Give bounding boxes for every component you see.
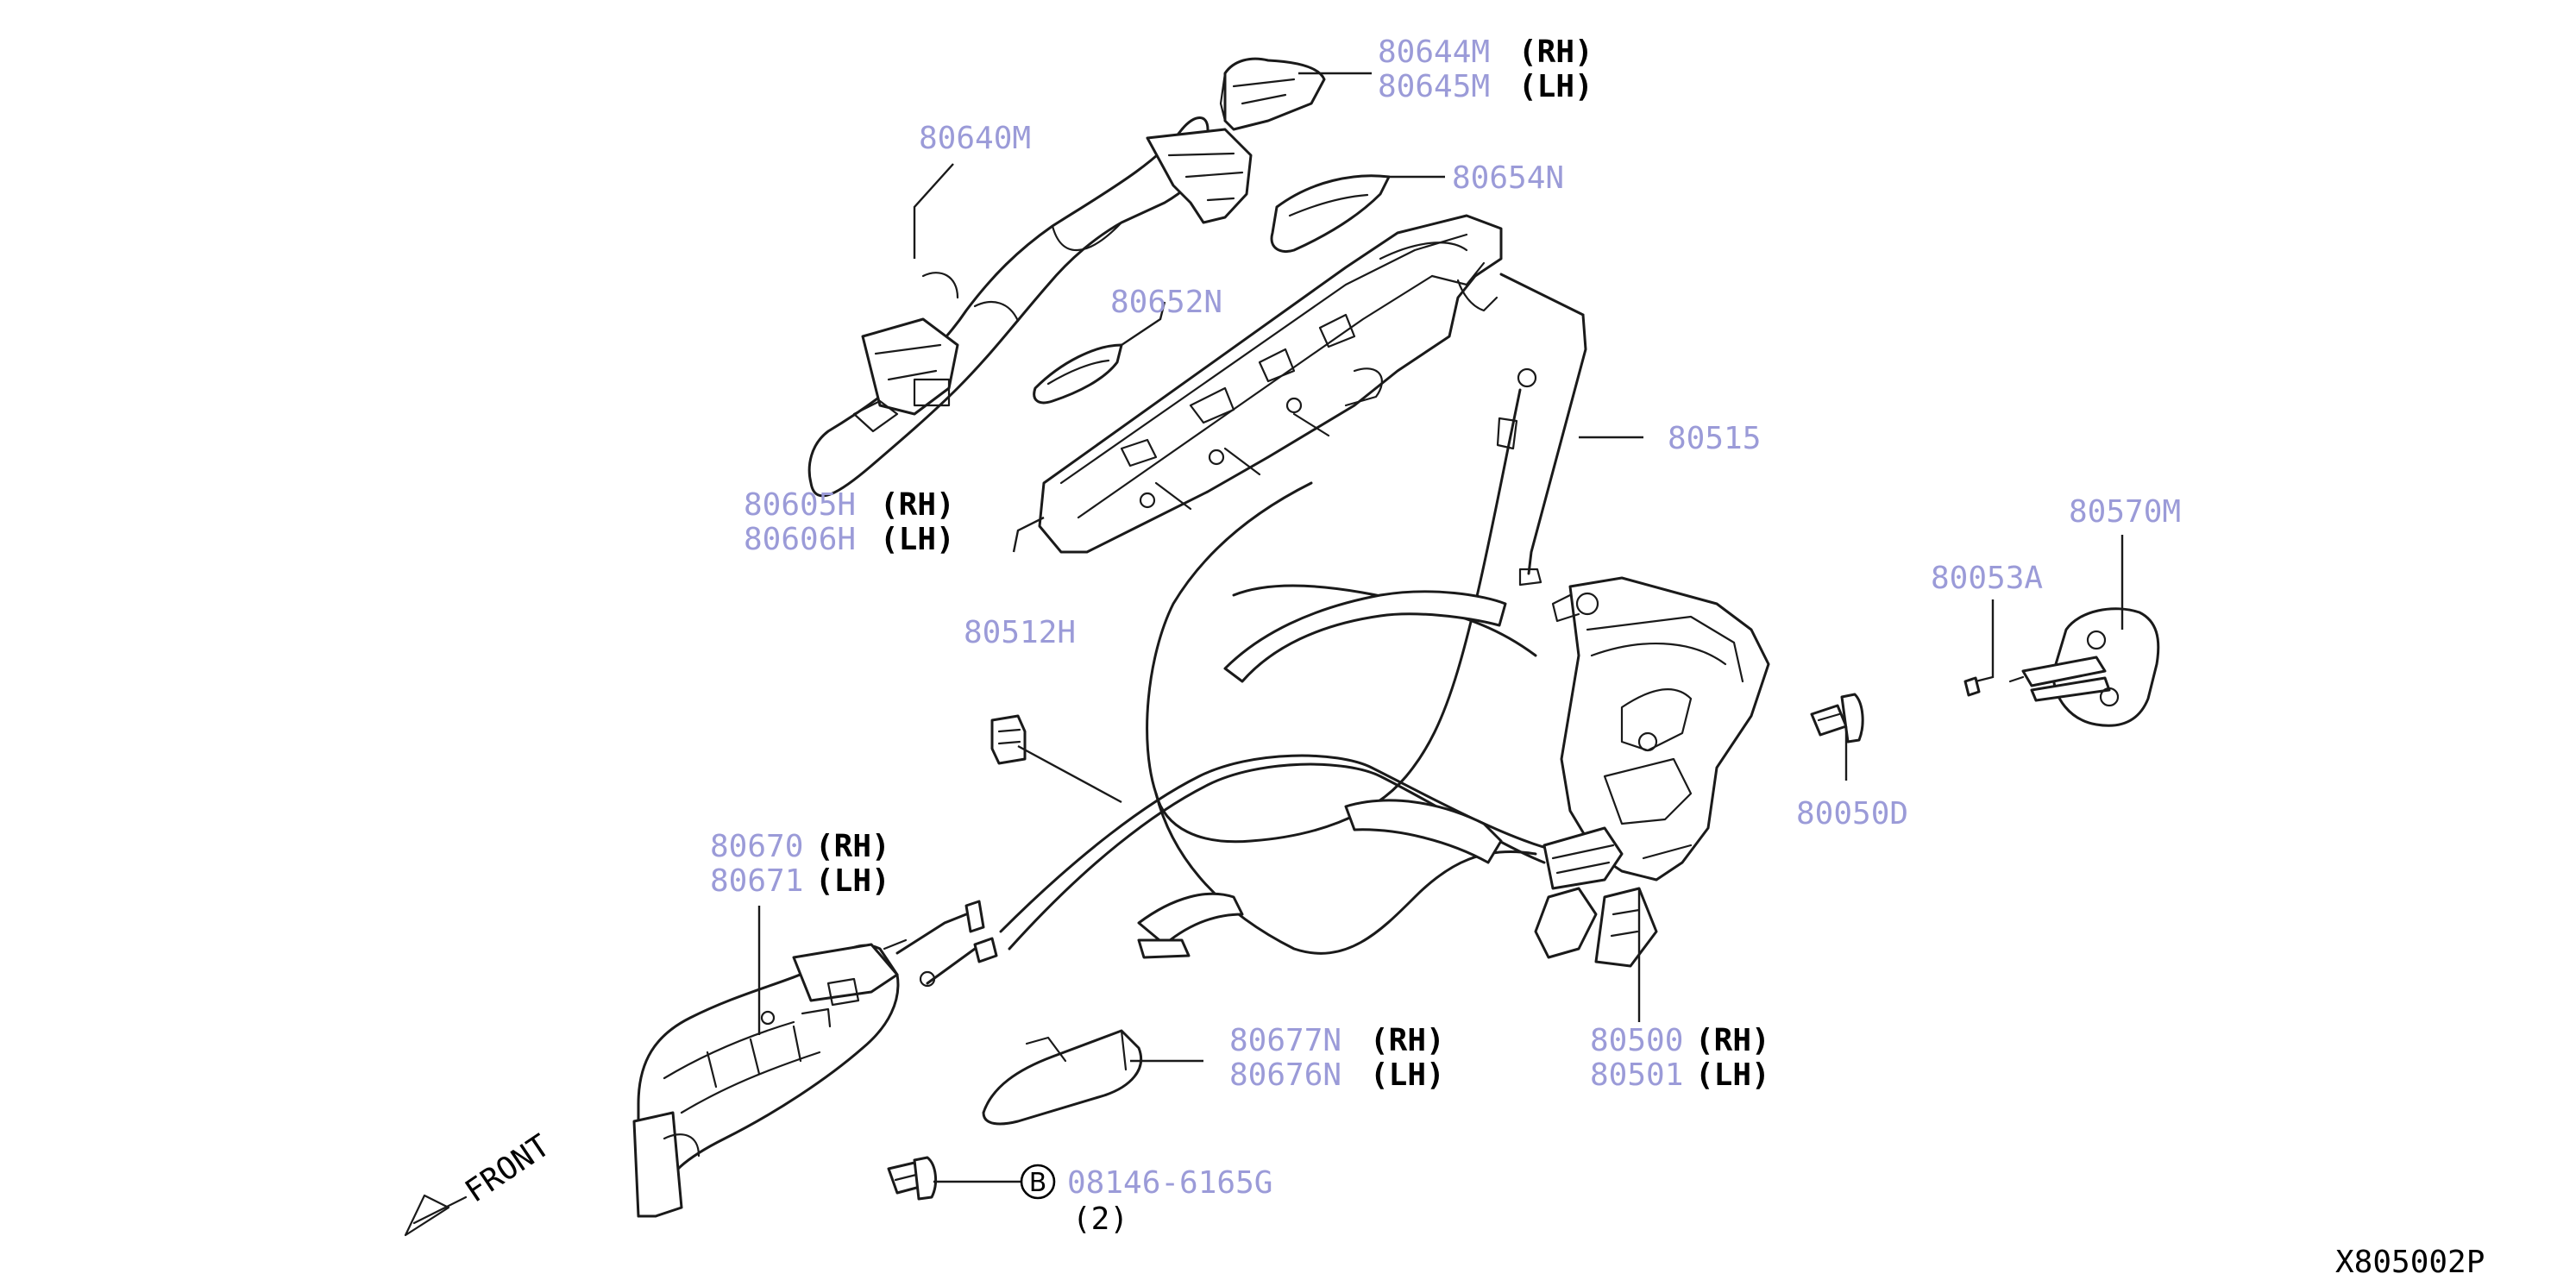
inside-handle <box>632 900 998 1218</box>
part-number: 08146-6165G <box>1067 1165 1272 1201</box>
part-number-rh: 80605H <box>744 487 856 523</box>
side-rh: (RH) <box>1370 1023 1445 1058</box>
side-lh: (LH) <box>880 522 955 557</box>
striker <box>2008 607 2160 727</box>
escutcheon <box>1219 57 1326 131</box>
rod <box>1496 273 1587 587</box>
callout-80652N: 80652N <box>1110 285 1222 320</box>
front-orientation: FRONT <box>404 1128 556 1237</box>
handle-cover <box>982 1029 1143 1126</box>
part-number: 80570M <box>2069 494 2181 530</box>
part-number: 80652N <box>1110 285 1222 320</box>
clip <box>990 714 1027 765</box>
side-lh: (LH) <box>815 863 890 899</box>
callout-80515: 80515 <box>1668 421 1761 456</box>
leader-lines <box>757 72 2124 1183</box>
part-number: 80515 <box>1668 421 1761 456</box>
part-number-rh: 80644M <box>1378 35 1490 70</box>
side-lh: (LH) <box>1370 1057 1445 1093</box>
side-rh: (RH) <box>1695 1023 1770 1058</box>
callout-80050D: 80050D <box>1796 796 1908 831</box>
callout-80654N: 80654N <box>1452 160 1564 196</box>
shim <box>1963 676 1981 697</box>
callout-bolt: B 08146-6165G (2) <box>1020 1164 1272 1237</box>
part-number: 80654N <box>1452 160 1564 196</box>
callout-80605H: 80605H (RH) 80606H (LH) <box>744 487 955 557</box>
part-number: 80640M <box>919 121 1031 156</box>
outside-handle <box>807 116 1253 498</box>
front-label: FRONT <box>459 1128 556 1210</box>
screw <box>1810 693 1864 744</box>
callout-80053A: 80053A <box>1931 561 2043 596</box>
side-lh: (LH) <box>1695 1057 1770 1093</box>
part-number-rh: 80670 <box>710 829 803 864</box>
side-rh: (RH) <box>1518 35 1593 70</box>
front-arrow-icon <box>404 1194 468 1237</box>
bolt <box>887 1156 938 1201</box>
callout-80644M: 80644M (RH) 80645M (LH) <box>1378 35 1593 104</box>
callout-80670: 80670 (RH) 80671 (LH) <box>710 829 890 899</box>
side-rh: (RH) <box>815 829 890 864</box>
part-number-lh: 80645M <box>1378 69 1490 104</box>
callout-80512H: 80512H <box>964 615 1076 650</box>
gasket-front <box>1270 174 1391 254</box>
callout-80570M: 80570M <box>2069 494 2181 530</box>
side-lh: (LH) <box>1518 69 1593 104</box>
callout-80677N: 80677N (RH) 80676N (LH) <box>1229 1023 1445 1093</box>
part-number: 80050D <box>1796 796 1908 831</box>
cables <box>999 447 1555 959</box>
part-number-rh: 80500 <box>1590 1023 1683 1058</box>
part-number-lh: 80501 <box>1590 1057 1683 1093</box>
part-number-lh: 80676N <box>1229 1057 1341 1093</box>
handle-frame <box>1038 214 1503 554</box>
bolt-symbol-circle <box>1020 1164 1056 1200</box>
callout-80500: 80500 (RH) 80501 (LH) <box>1590 1023 1770 1093</box>
diagram-id: X805002P <box>2335 1245 2485 1280</box>
callout-80640M: 80640M <box>919 121 1031 156</box>
side-rh: (RH) <box>880 487 955 523</box>
part-number-rh: 80677N <box>1229 1023 1341 1058</box>
quantity: (2) <box>1072 1202 1128 1237</box>
door-lock <box>1534 576 1770 968</box>
part-number: 80512H <box>964 615 1076 650</box>
part-number-lh: 80606H <box>744 522 856 557</box>
gasket-rear <box>1033 343 1123 405</box>
bolt-symbol: B <box>1029 1168 1047 1198</box>
part-number-lh: 80671 <box>710 863 803 899</box>
part-number: 80053A <box>1931 561 2043 596</box>
